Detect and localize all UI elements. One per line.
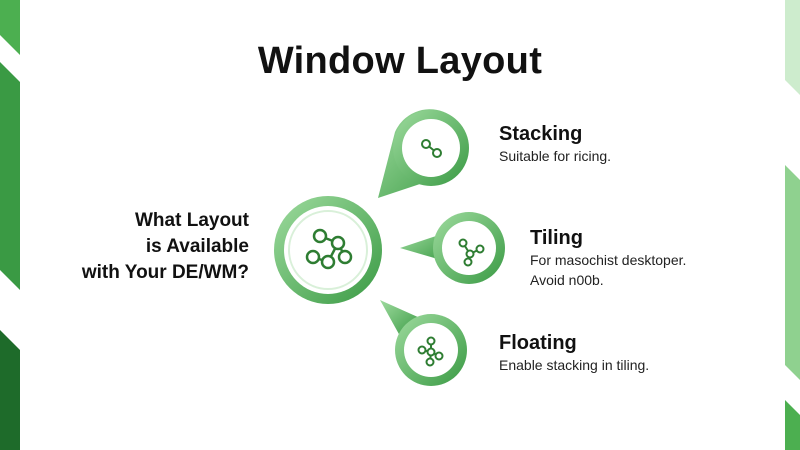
central-question: What Layout is Available with Your DE/WM…	[19, 208, 249, 286]
network-icon	[305, 228, 353, 270]
option-name: Floating	[499, 332, 577, 354]
question-line: What Layout	[135, 210, 249, 231]
option-description: Enable stacking in tiling.	[499, 357, 650, 373]
question-line: is Available	[145, 236, 249, 257]
left-stripe-bottom	[0, 330, 20, 450]
network-icon	[417, 336, 444, 367]
floating-pin	[380, 300, 467, 386]
option-name: Stacking	[499, 123, 583, 145]
option-description: For masochist desktoper.	[530, 252, 687, 268]
left-stripe-middle	[0, 62, 20, 290]
option-floating: Floating Enable stacking in tiling.	[499, 331, 649, 375]
left-stripe-top	[0, 0, 20, 55]
question-line: with Your DE/WM?	[81, 262, 249, 283]
stacking-pin	[378, 109, 469, 198]
hub-node	[274, 196, 382, 304]
right-stripe-middle	[785, 165, 800, 380]
right-stripe-bottom	[785, 400, 800, 450]
network-icon	[458, 238, 485, 267]
option-stacking: Stacking Suitable for ricing.	[499, 122, 611, 166]
option-name: Tiling	[530, 227, 583, 249]
option-description: Suitable for ricing.	[499, 148, 612, 164]
network-icon	[421, 139, 442, 158]
tiling-pin	[400, 212, 505, 284]
right-stripe-top	[785, 0, 800, 95]
option-tiling: Tiling For masochist desktoper. Avoid n0…	[530, 226, 686, 290]
option-description: Avoid n00b.	[530, 272, 604, 288]
slide-title: Window Layout	[257, 40, 543, 82]
